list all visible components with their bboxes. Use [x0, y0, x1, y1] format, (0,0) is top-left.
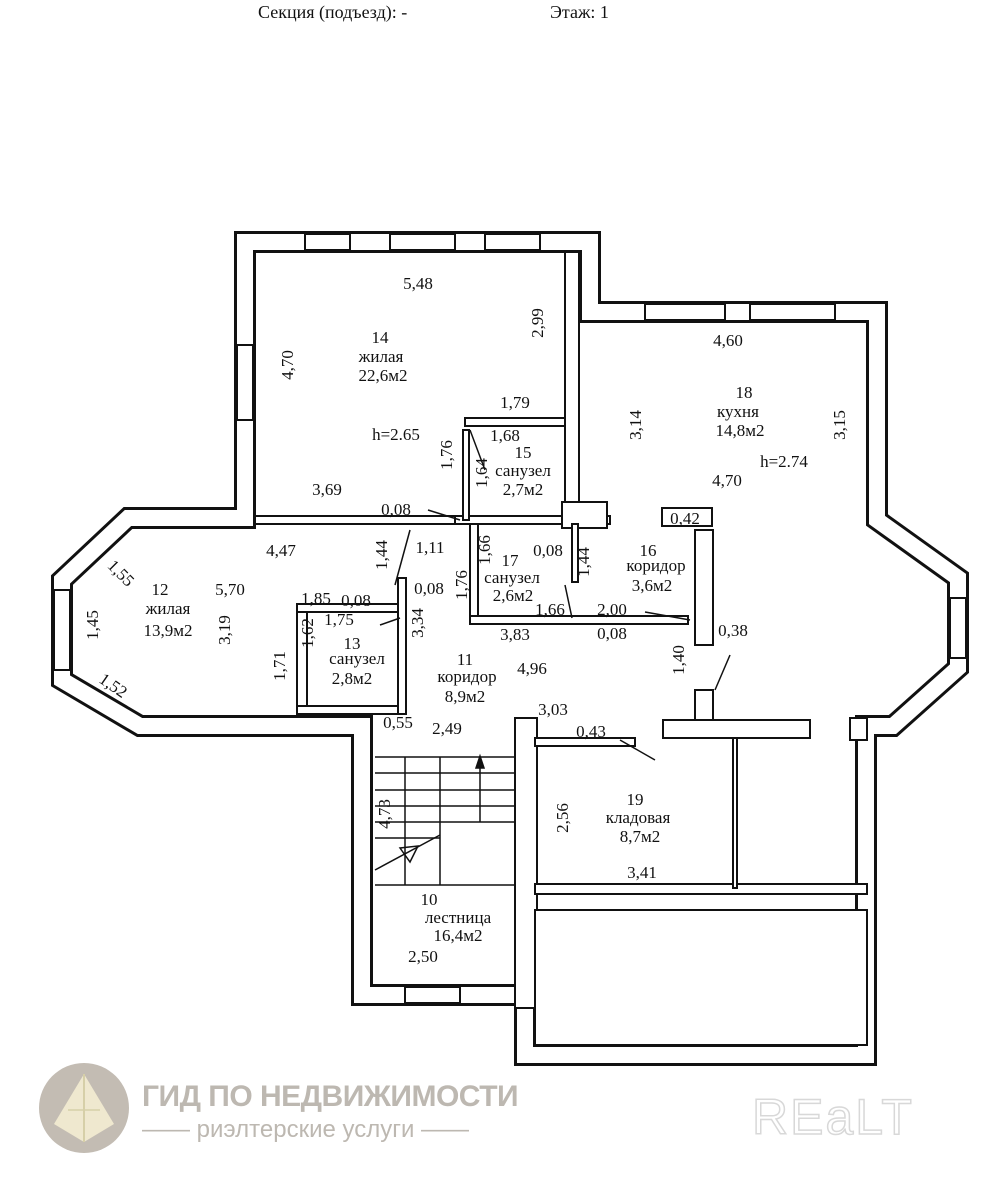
room-label: 2,6м2 — [493, 586, 534, 605]
dimension-label: 2,99 — [528, 308, 547, 338]
dimension-label: 3,69 — [312, 480, 342, 499]
dimension-label: 4,70 — [712, 471, 742, 490]
dimension-label: 3,41 — [627, 863, 657, 882]
room-label: кладовая — [606, 808, 671, 827]
dimension-label: 1,44 — [574, 547, 593, 577]
room-label: 17 — [502, 551, 520, 570]
dimension-label: 4,96 — [517, 659, 547, 678]
dimension-label: 0,42 — [670, 509, 700, 528]
room-label: санузел — [484, 568, 540, 587]
room-label: 2,8м2 — [332, 669, 373, 688]
dimension-label: 3,34 — [408, 608, 427, 638]
dimension-label: 0,08 — [381, 500, 411, 519]
room-label: 14,8м2 — [715, 421, 764, 440]
dimension-label: 2,50 — [408, 947, 438, 966]
dimension-label: 3,15 — [830, 410, 849, 440]
dimension-label: 3,83 — [500, 625, 530, 644]
room-label: 13 — [344, 634, 361, 653]
dimension-label: 4,47 — [266, 541, 296, 560]
room-label: коридор — [437, 667, 496, 686]
interior-walls — [254, 251, 868, 1046]
room-label: 11 — [457, 650, 473, 669]
room-label: 3,6м2 — [632, 576, 673, 595]
dimension-label: 1,55 — [104, 556, 138, 590]
dimension-label: 4,70 — [278, 350, 297, 380]
room-label: 22,6м2 — [358, 366, 407, 385]
realt-watermark: REaLT — [751, 1088, 914, 1146]
dimension-label: 1,62 — [298, 618, 317, 648]
dimension-label: 1,76 — [452, 570, 471, 600]
dimension-label: 1,11 — [415, 538, 444, 557]
room-label: санузел — [329, 649, 385, 668]
room-label: лестница — [425, 908, 492, 927]
dimension-label: 3,03 — [538, 700, 568, 719]
room-label: h=2.74 — [760, 452, 808, 471]
pyramid-logo-icon — [39, 1063, 129, 1153]
dimension-label: 5,48 — [403, 274, 433, 293]
dimension-label: 0,08 — [414, 579, 444, 598]
dimension-labels: 5,48 2,99 4,70 1,79 1,68 1,76 1,64 3,69 … — [83, 274, 849, 966]
dimension-label: 4,73 — [375, 799, 394, 829]
room-label: 15 — [515, 443, 532, 462]
room-label: санузел — [495, 461, 551, 480]
dimension-label: 1,45 — [83, 610, 102, 640]
room-label: жилая — [358, 347, 404, 366]
dimension-label: 1,75 — [324, 610, 354, 629]
windows — [53, 233, 967, 1004]
dimension-label: 2,56 — [553, 803, 572, 833]
dimension-label: 0,08 — [533, 541, 563, 560]
dimension-label: 3,14 — [626, 410, 645, 440]
room-label: 14 — [372, 328, 390, 347]
room-label: 8,7м2 — [620, 827, 661, 846]
dimension-label: 1,85 — [301, 589, 331, 608]
room-label: кухня — [717, 402, 759, 421]
dimension-label: 3,19 — [215, 615, 234, 645]
dimension-label: 1,44 — [372, 540, 391, 570]
room-label: 8,9м2 — [445, 687, 486, 706]
room-label: 12 — [152, 580, 169, 599]
dimension-label: 0,43 — [576, 722, 606, 741]
dimension-label: 1,64 — [472, 458, 491, 488]
dimension-label: 1,79 — [500, 393, 530, 412]
dimension-label: 0,38 — [718, 621, 748, 640]
room-label: 19 — [627, 790, 644, 809]
company-tagline: —— риэлтерские услуги —— — [142, 1116, 470, 1143]
room-label: 13,9м2 — [143, 621, 192, 640]
room-label: жилая — [145, 599, 191, 618]
company-logo: ГИД ПО НЕДВИЖИМОСТИ —— риэлтерские услуг… — [38, 1062, 519, 1153]
dimension-label: 1,68 — [490, 426, 520, 445]
company-name: ГИД ПО НЕДВИЖИМОСТИ — [142, 1080, 519, 1113]
stairs — [374, 753, 515, 886]
dimension-label: 4,60 — [713, 331, 743, 350]
dimension-label: 0,08 — [341, 591, 371, 610]
dimension-label: 0,55 — [383, 713, 413, 732]
room-label: h=2.65 — [372, 425, 420, 444]
dimension-label: 1,66 — [475, 535, 494, 565]
room-label: 16,4м2 — [433, 926, 482, 945]
room-label: 2,7м2 — [503, 480, 544, 499]
dimension-label: 2,49 — [432, 719, 462, 738]
dimension-label: 1,66 — [535, 600, 565, 619]
dimension-label: 1,76 — [437, 440, 456, 470]
door-swings — [379, 429, 731, 761]
room-label: 10 — [421, 890, 438, 909]
floor-label: Этаж: 1 — [550, 2, 609, 22]
room-label: коридор — [626, 556, 685, 575]
dimension-label: 1,71 — [270, 651, 289, 681]
room-label: 18 — [736, 383, 753, 402]
dimension-label: 5,70 — [215, 580, 245, 599]
section-label: Секция (подъезд): - — [258, 2, 408, 22]
dimension-label: 2,00 — [597, 600, 627, 619]
dimension-label: 1,40 — [669, 645, 688, 675]
room-label: 16 — [640, 541, 657, 560]
dimension-label: 0,08 — [597, 624, 627, 643]
